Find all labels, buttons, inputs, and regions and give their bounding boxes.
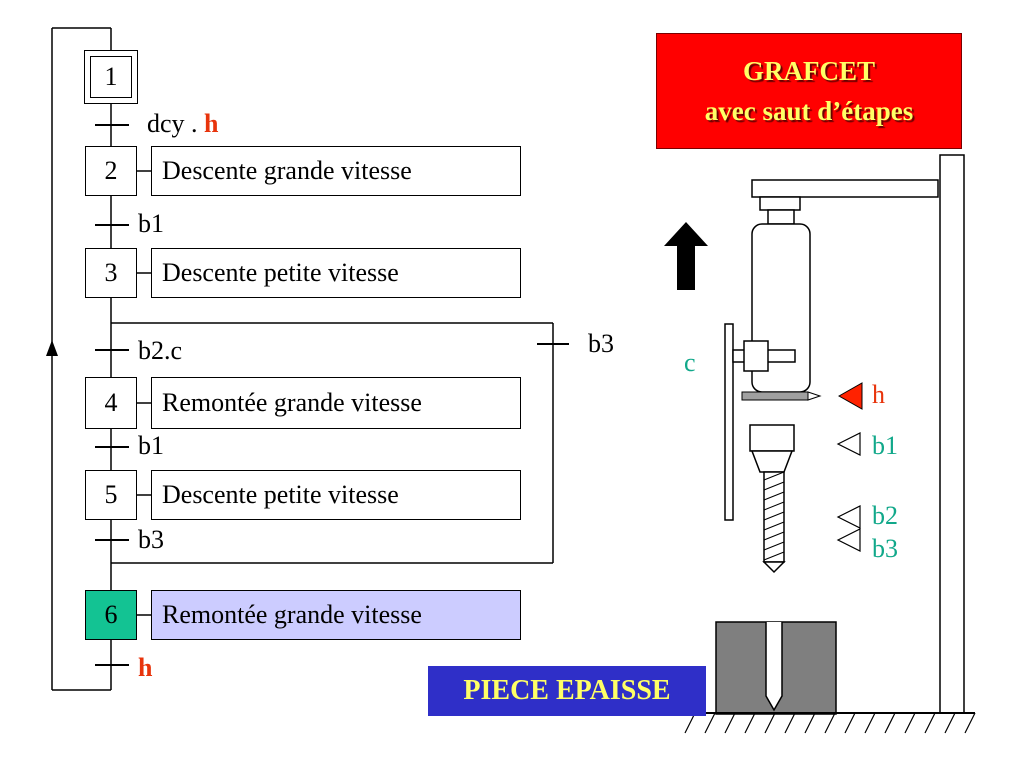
title-banner: GRAFCET avec saut d’étapes bbox=[656, 33, 962, 149]
title-line-1: GRAFCET bbox=[742, 55, 875, 86]
step-5: 5 bbox=[85, 470, 137, 520]
step-4: 4 bbox=[85, 377, 137, 429]
step-4-number: 4 bbox=[104, 388, 118, 417]
transition-4-condition: b1 bbox=[138, 431, 164, 460]
sensor-h-icon bbox=[837, 382, 863, 410]
step-1-number: 1 bbox=[104, 62, 118, 91]
action-6-active: Remontée grande vitesse bbox=[151, 590, 521, 640]
transition-5-condition: b3 bbox=[138, 525, 164, 554]
step-3-number: 3 bbox=[104, 258, 118, 287]
sensor-b1-icon bbox=[836, 432, 861, 456]
sensor-b2-label: b2 bbox=[872, 501, 898, 530]
step-5-number: 5 bbox=[104, 480, 118, 509]
transition-skip-condition: b3 bbox=[588, 329, 614, 358]
piece-label-banner: PIECE EPAISSE bbox=[428, 666, 706, 716]
piece-label: PIECE EPAISSE bbox=[463, 675, 671, 706]
sensor-c-label: c bbox=[684, 348, 696, 377]
sensor-h-label: h bbox=[872, 380, 885, 409]
sensor-b3-label: b3 bbox=[872, 534, 898, 563]
action-2: Descente grande vitesse bbox=[151, 146, 521, 196]
transition-6-condition: h bbox=[138, 653, 153, 682]
step-3: 3 bbox=[85, 248, 137, 298]
step-6-number: 6 bbox=[104, 600, 118, 629]
transition-3-condition: b2.c bbox=[138, 336, 183, 365]
up-arrow-icon bbox=[664, 222, 708, 290]
step-2: 2 bbox=[85, 146, 137, 196]
action-4: Remontée grande vitesse bbox=[151, 377, 521, 429]
transition-1-condition: dcy . h bbox=[147, 111, 219, 137]
sensor-b3-icon bbox=[836, 528, 861, 552]
action-5: Descente petite vitesse bbox=[151, 470, 521, 520]
action-3: Descente petite vitesse bbox=[151, 248, 521, 298]
sensor-b2-icon bbox=[836, 505, 861, 529]
step-6-active: 6 bbox=[85, 590, 137, 640]
step-1: 1 bbox=[84, 50, 138, 104]
transition-2-condition: b1 bbox=[138, 209, 164, 238]
sensor-b1-label: b1 bbox=[872, 431, 898, 460]
transition-1-h: h bbox=[204, 109, 219, 138]
loop-arrow-icon bbox=[46, 340, 58, 356]
title-line-2: avec saut d’étapes bbox=[704, 96, 914, 126]
transition-1-dcy: dcy . bbox=[147, 109, 205, 138]
step-2-number: 2 bbox=[104, 156, 118, 185]
